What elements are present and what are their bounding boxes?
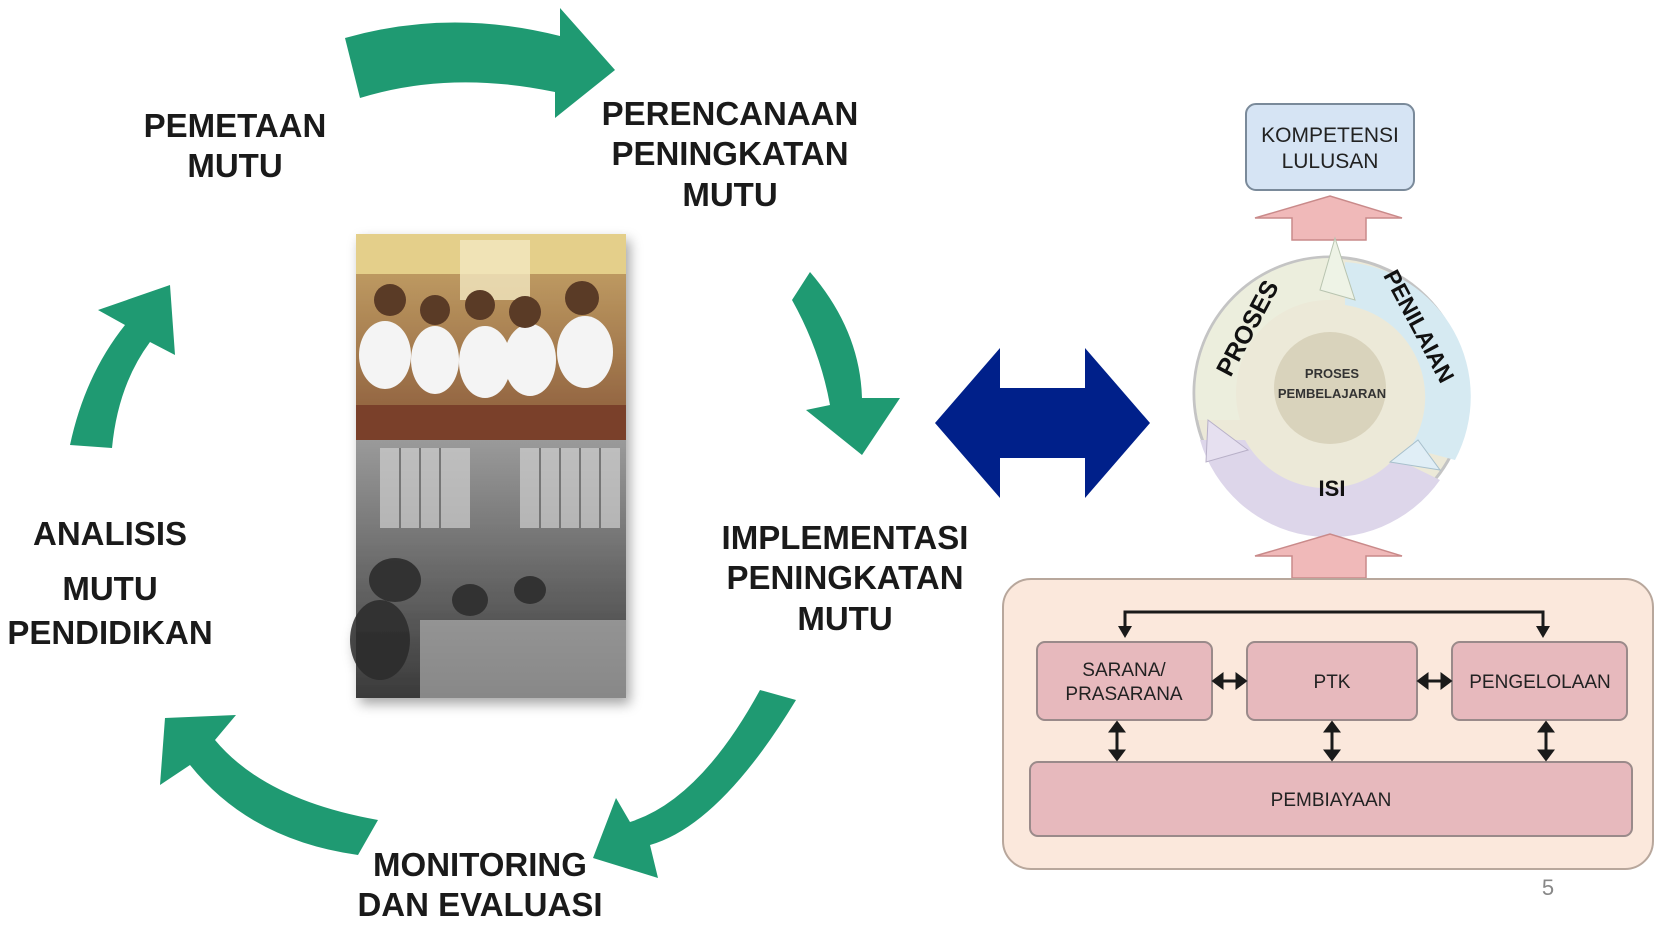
sarana-label-2: PRASARANA — [1065, 684, 1183, 705]
implementasi-line-1: IMPLEMENTASI — [721, 519, 969, 556]
arrow-analisis-to-pemetaan — [70, 285, 175, 448]
center-label-2: PEMBELAJARAN — [1278, 386, 1386, 401]
arrow-implementasi-to-monitoring — [593, 690, 796, 878]
arrow-perencanaan-to-implementasi — [792, 272, 900, 455]
implementasi-line-3: MUTU — [797, 599, 893, 637]
pemetaan-mutu-label: PEMETAAN MUTU — [140, 106, 330, 187]
pengelolaan-label: PENGELOLAAN — [1469, 672, 1611, 693]
ptk-label: PTK — [1314, 672, 1351, 693]
kompetensi-label-1: KOMPETENSI — [1261, 124, 1399, 147]
implementasi-line-2: PENINGKATAN — [726, 559, 964, 597]
monitoring-line-2: DAN EVALUASI — [357, 886, 603, 924]
kompetensi-label-2: LULUSAN — [1282, 150, 1379, 173]
analisis-label: ANALISIS MUTU PENDIDIKAN — [0, 512, 220, 656]
perencanaan-line-3: MUTU — [682, 175, 778, 213]
penilaian-arrowhead — [1388, 439, 1442, 471]
sarana-label-1: SARANA/ — [1082, 660, 1166, 681]
classroom-photo — [350, 234, 626, 698]
kompetensi-lulusan-box — [1245, 103, 1415, 191]
analisis-line-3: PENDIDIKAN — [7, 614, 213, 652]
up-arrow-top — [1254, 195, 1403, 241]
isi-label: ISI — [1319, 476, 1346, 501]
arrow-pemetaan-to-perencanaan — [345, 8, 615, 118]
center-label-1: PROSES — [1305, 366, 1360, 381]
perencanaan-label: PERENCANAAN PENINGKATAN MUTU — [600, 94, 860, 215]
pemetaan-line-2: MUTU — [187, 147, 283, 185]
analisis-line-1: ANALISIS — [32, 515, 187, 552]
connector-line — [1123, 610, 1545, 632]
proses-segment — [1195, 258, 1330, 420]
isi-arrowhead — [1205, 419, 1250, 463]
implementasi-label: IMPLEMENTASI PENINGKATAN MUTU — [715, 518, 975, 639]
pemetaan-line-1: PEMETAAN — [143, 107, 327, 144]
sarana-box — [1036, 641, 1213, 721]
pembiayaan-label: PEMBIAYAAN — [1271, 790, 1392, 811]
monitoring-label: MONITORING DAN EVALUASI — [355, 845, 605, 926]
proses-arrowhead — [1319, 236, 1356, 301]
perencanaan-line-1: PERENCANAAN — [601, 95, 859, 132]
isi-segment — [1200, 440, 1440, 538]
page-number: 5 — [1542, 875, 1554, 900]
pembiayaan-box — [1029, 761, 1633, 837]
monitoring-line-1: MONITORING — [373, 846, 587, 883]
analisis-line-2: MUTU — [62, 569, 158, 607]
proses-pembelajaran-circle — [1274, 332, 1386, 444]
up-arrow-bottom — [1254, 533, 1403, 579]
perencanaan-line-2: PENINGKATAN — [611, 135, 849, 173]
double-arrow-icon — [935, 348, 1150, 498]
arrow-monitoring-to-analisis — [160, 715, 378, 855]
penilaian-segment — [1345, 262, 1471, 460]
